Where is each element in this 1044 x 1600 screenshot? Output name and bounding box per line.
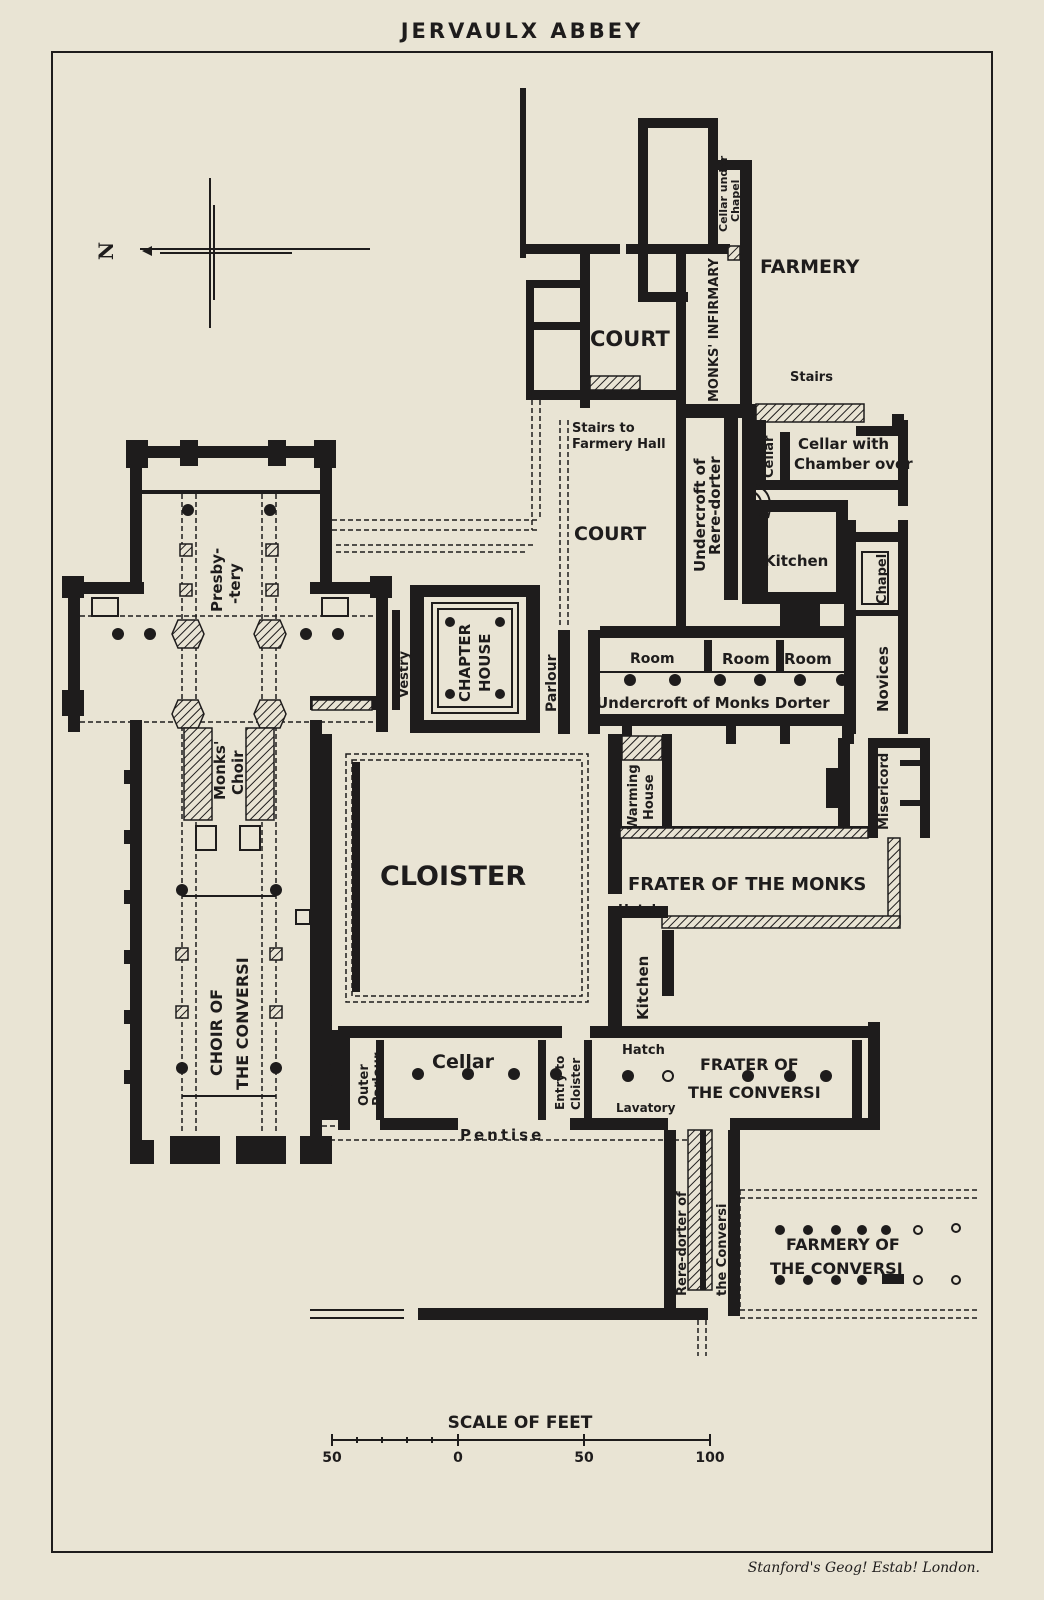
label-chapel: Chapel	[875, 554, 890, 604]
label-farmery: FARMERY	[760, 256, 860, 278]
label-parlour: Parlour	[544, 654, 560, 712]
label-outer-parlour-2: Parlour	[371, 1052, 386, 1106]
label-court-middle: COURT	[574, 523, 646, 545]
map-title: JERVAULX ABBEY	[399, 19, 644, 43]
scale-bar: SCALE OF FEET 50 0 50 100	[322, 1413, 725, 1466]
label-novices: Novices	[874, 646, 892, 712]
scale-tick-4: 100	[695, 1450, 724, 1466]
label-cellar-with-1: Cellar with	[798, 435, 889, 453]
scale-tick-3: 50	[574, 1450, 594, 1466]
scale-tick-2: 0	[453, 1450, 463, 1466]
label-choir-conversi-1: CHOIR OF	[207, 989, 226, 1076]
label-stairs: Stairs	[790, 370, 833, 385]
label-warming-1: Warming	[626, 764, 641, 830]
label-frater-conversi-1: FRATER OF	[700, 1055, 799, 1074]
label-room-1: Room	[630, 651, 675, 667]
label-warming-2: House	[642, 774, 657, 820]
label-presbytery-1: Presby-	[208, 548, 226, 612]
label-monks-choir-2: Choir	[229, 750, 247, 795]
label-choir-conversi-2: THE CONVERSI	[233, 957, 252, 1090]
church	[62, 440, 392, 1164]
label-cellar-south: Cellar	[432, 1051, 495, 1073]
label-cellar-under-1: Cellar under	[717, 155, 730, 232]
label-kitchen-south: Kitchen	[634, 956, 652, 1020]
map-frame	[51, 51, 993, 1553]
label-pentise: Pentise	[460, 1126, 544, 1144]
scale-title: SCALE OF FEET	[448, 1413, 593, 1433]
label-undercroft-rere-2: Rere-dorter	[706, 456, 724, 555]
cloister-area	[322, 400, 589, 1034]
north-label: N	[94, 242, 118, 260]
label-court-upper: COURT	[590, 327, 671, 351]
label-porch: Porch	[327, 1061, 337, 1090]
label-chapter-1: CHAPTER	[456, 623, 474, 702]
label-frater-conversi-2: THE CONVERSI	[688, 1083, 821, 1102]
label-hatch-lower: Hatch	[622, 1043, 665, 1058]
label-vestry: Vestry	[397, 650, 412, 698]
label-room-3: Room	[784, 650, 832, 668]
label-cellar-under-2: Chapel	[729, 180, 742, 222]
label-chapter-2: HOUSE	[476, 633, 494, 692]
label-farmery-conversi-2: THE CONVERSI	[770, 1259, 903, 1278]
label-cellar-with-2: Chamber over	[794, 455, 913, 473]
label-outer-parlour-1: Outer	[357, 1064, 372, 1106]
infirmary-buildings	[520, 88, 908, 630]
label-undercroft-dorter: Undercroft of Monks Dorter	[596, 694, 830, 712]
label-undercroft-rere-1: Undercroft of	[691, 458, 709, 572]
scale-tick-1: 50	[322, 1450, 342, 1466]
label-frater-monks: FRATER OF THE MONKS	[628, 874, 866, 895]
label-reredorter-conversi-2: the Conversi	[715, 1204, 730, 1296]
label-stairs-to-2: Farmery Hall	[572, 437, 666, 452]
label-reredorter-conversi-1: Rere-dorter of	[675, 1191, 690, 1296]
label-monks-choir-1: Monks'	[211, 741, 229, 800]
label-entry-1: Entry to	[553, 1056, 567, 1110]
label-entry-2: Cloister	[569, 1058, 583, 1110]
label-farmery-conversi-1: FARMERY OF	[786, 1235, 900, 1254]
east-range	[392, 520, 908, 744]
room-labels: FARMERY COURT MONKS' INFIRMARY Cellar un…	[207, 155, 913, 1296]
south-range	[322, 734, 930, 1141]
label-monks-infirmary: MONKS' INFIRMARY	[707, 257, 722, 402]
north-arrow-icon: N	[94, 178, 370, 328]
label-room-2: Room	[722, 650, 770, 668]
conversi-buildings	[310, 1129, 980, 1356]
label-kitchen-east: Kitchen	[764, 552, 828, 570]
publisher-credit: Stanford's Geog! Estab! London.	[748, 1560, 980, 1576]
label-cloister: CLOISTER	[380, 861, 526, 892]
label-hatch-upper: Hatch	[618, 903, 661, 918]
label-lavatory: Lavatory	[616, 1101, 676, 1115]
label-presbytery-2: -tery	[226, 563, 244, 604]
label-cellar: Cellar	[762, 435, 777, 478]
label-misericord: Misericord	[877, 753, 892, 830]
label-stairs-to-1: Stairs to	[572, 421, 635, 436]
